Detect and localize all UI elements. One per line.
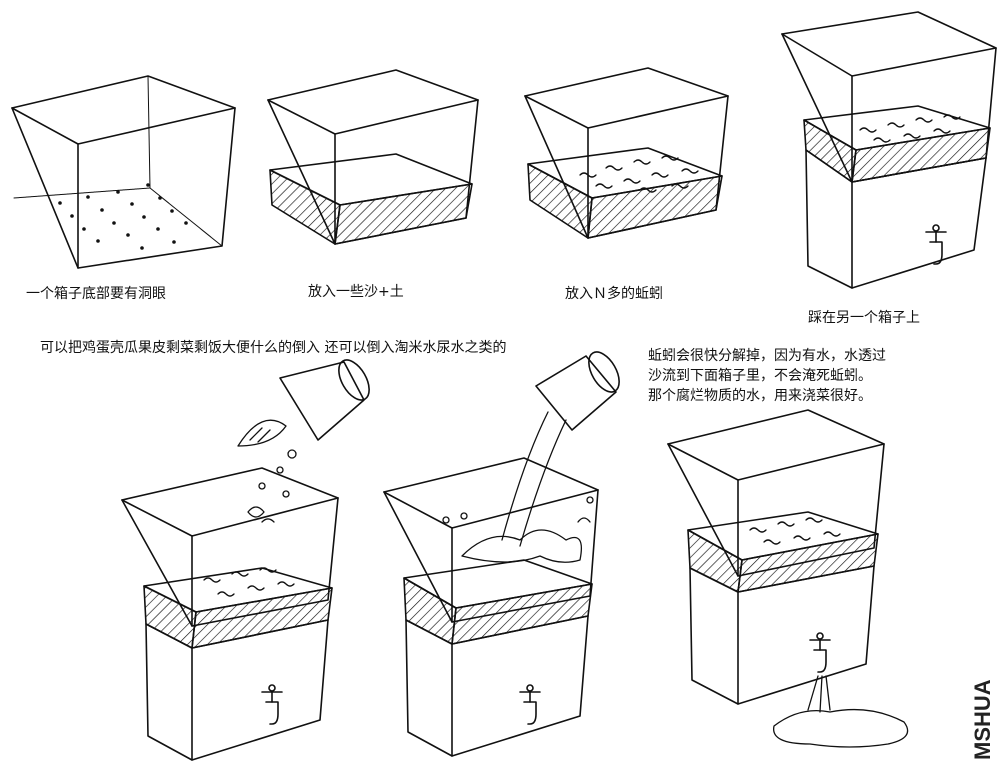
box-with-worms bbox=[524, 67, 729, 239]
worms bbox=[859, 114, 961, 143]
faucet-icon bbox=[809, 632, 831, 673]
bucket-icon bbox=[535, 351, 620, 431]
faucet-icon bbox=[519, 684, 541, 725]
water-stream bbox=[442, 411, 594, 563]
step7-caption-line: 那个腐烂物质的水，用来浇菜很好。 bbox=[648, 388, 872, 404]
box-with-soil bbox=[267, 69, 479, 245]
worms bbox=[579, 155, 699, 193]
box-adding-water bbox=[383, 351, 620, 757]
step7-caption-line: 蚯蚓会很快分解掉，因为有水，水透过 bbox=[648, 348, 886, 364]
drain-holes bbox=[58, 183, 188, 250]
box-adding-scraps bbox=[121, 359, 370, 761]
water-puddle bbox=[773, 675, 909, 748]
box-draining bbox=[667, 409, 909, 748]
step7-caption-line: 沙流到下面箱子里，不会淹死蚯蚓。 bbox=[648, 368, 872, 384]
bucket-icon bbox=[279, 359, 370, 441]
step1-caption: 一个箱子底部要有洞眼 bbox=[26, 286, 166, 302]
watermark: MSHUA bbox=[970, 679, 995, 760]
box-with-holes bbox=[11, 75, 236, 269]
step2-caption: 放入一些沙+土 bbox=[308, 284, 404, 300]
step3-caption: 放入Ｎ多的蚯蚓 bbox=[565, 286, 663, 302]
step4-caption: 踩在另一个箱子上 bbox=[808, 310, 920, 326]
faucet-icon bbox=[925, 224, 947, 265]
scraps bbox=[237, 419, 297, 523]
step7-caption: 蚯蚓会很快分解掉，因为有水，水透过 沙流到下面箱子里，不会淹死蚯蚓。 那个腐烂物… bbox=[648, 346, 886, 406]
faucet-icon bbox=[261, 684, 283, 725]
step5-caption: 可以把鸡蛋壳瓜果皮剩菜剩饭大便什么的倒入 还可以倒入淘米水尿水之类的 bbox=[40, 340, 507, 356]
watermark-text: MSHUA bbox=[970, 679, 995, 760]
stacked-boxes bbox=[781, 11, 997, 289]
